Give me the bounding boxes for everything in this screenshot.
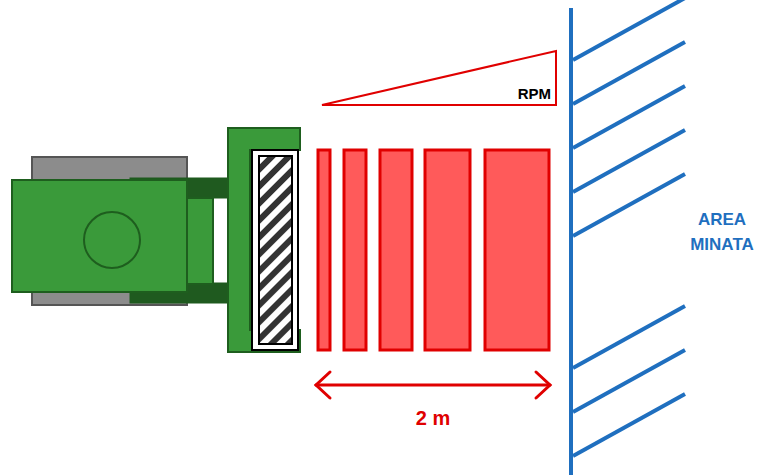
rpm-ramp: RPM xyxy=(320,48,560,108)
tractor-seat xyxy=(84,212,140,268)
cutting-zone xyxy=(318,150,549,350)
rpm-label: RPM xyxy=(518,85,551,102)
ramp-outline xyxy=(322,51,556,105)
boundary-line xyxy=(569,8,573,475)
mulcher-drum-casing xyxy=(252,150,298,350)
mulcher-frame xyxy=(228,128,300,352)
cutting-band xyxy=(380,150,412,350)
cutting-band xyxy=(425,150,470,350)
dimension-label: 2 m xyxy=(378,404,488,433)
tractor-body xyxy=(12,180,187,292)
cutting-band xyxy=(344,150,366,350)
hatch-line xyxy=(573,394,685,456)
dimension-arrow xyxy=(316,372,550,398)
mulcher-drum xyxy=(259,156,292,344)
cutting-band xyxy=(318,150,330,350)
cutting-band xyxy=(485,150,549,350)
hitch-block xyxy=(187,198,213,284)
area-label: AREA MINATA xyxy=(668,208,776,257)
